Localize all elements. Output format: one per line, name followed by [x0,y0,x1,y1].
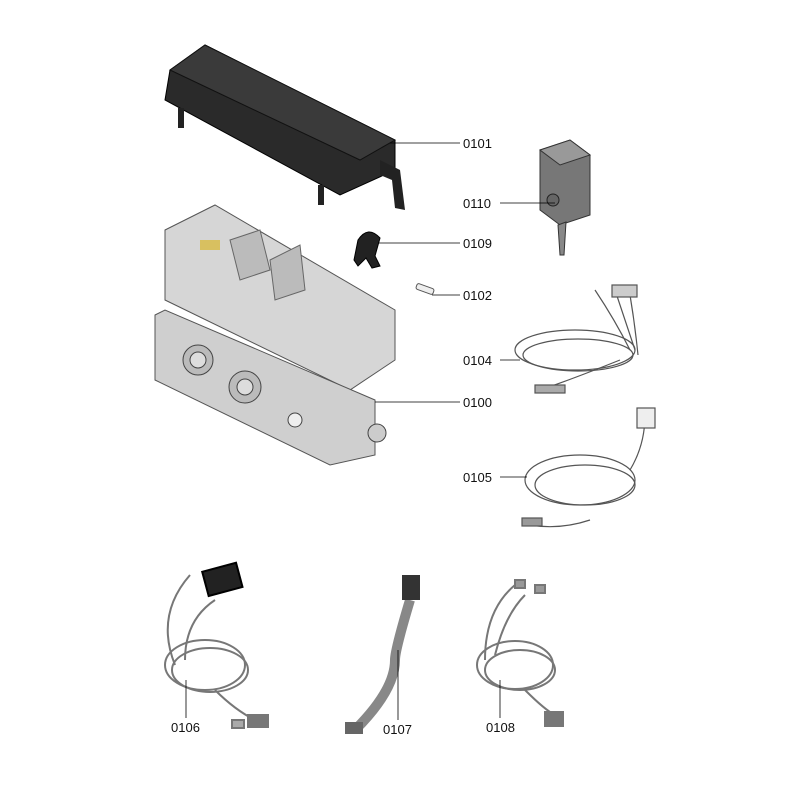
part-0101-cover [164,44,405,210]
callout-0101: 0101 [463,136,492,151]
callout-0109: 0109 [463,236,492,251]
callout-0100: 0100 [463,395,492,410]
part-0108-harness [476,579,564,727]
part-0109-clip [353,231,381,269]
callout-0102: 0102 [463,288,492,303]
callout-0104: 0104 [463,353,492,368]
callout-0105: 0105 [463,470,492,485]
leader-lines [185,142,555,720]
callout-0106: 0106 [171,720,200,735]
part-0107-ribbon [345,575,420,734]
callout-0110: 0110 [463,196,491,211]
part-0102-fuse [415,283,435,295]
part-0110-sensor [538,139,592,256]
part-0100-control-housing [154,204,396,466]
part-0106-harness [164,561,269,729]
callout-0107: 0107 [383,722,412,737]
part-0104-harness [514,284,639,394]
part-0105-cable [521,407,656,528]
callout-0108: 0108 [486,720,515,735]
